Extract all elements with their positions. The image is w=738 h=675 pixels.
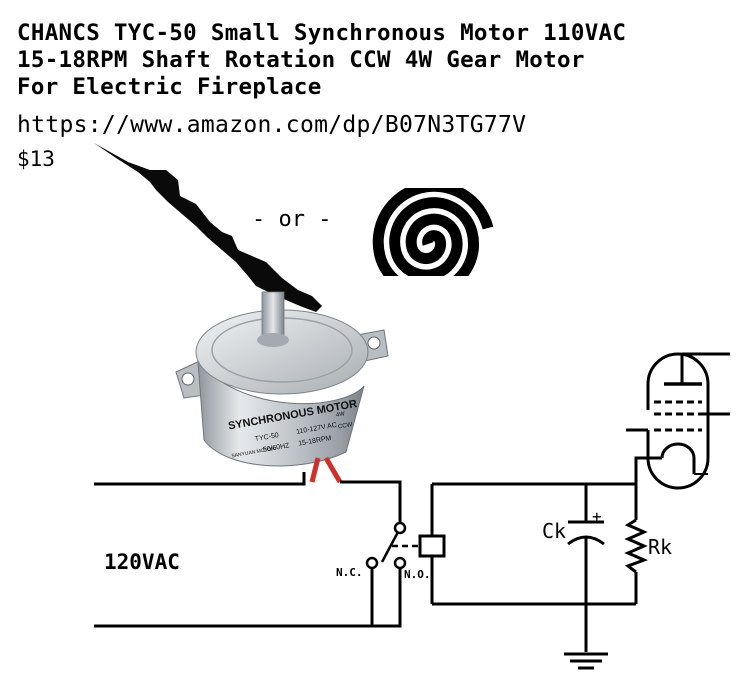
- capacitor-ck: + Ck: [542, 507, 605, 546]
- relay-nc-contact: [365, 556, 379, 570]
- wiring: [94, 472, 638, 652]
- ground-symbol: [564, 652, 608, 670]
- mains-label: 120VAC: [104, 550, 180, 574]
- title-line-1: CHANCS TYC-50 Small Synchronous Motor 11…: [17, 20, 627, 46]
- motor-model: TYC-50: [254, 432, 279, 443]
- or-label: - or -: [252, 207, 331, 232]
- motor-rotation: CCW: [338, 422, 353, 430]
- product-price: $13: [17, 147, 55, 171]
- motor-power: 4W: [336, 411, 346, 419]
- relay-common-contact: [393, 521, 407, 535]
- relay-arm: [380, 531, 400, 563]
- relay-no-contact: [393, 556, 407, 570]
- product-url[interactable]: https://www.amazon.com/dp/B07N3TG77V: [17, 112, 527, 138]
- vacuum-tube: [626, 352, 730, 490]
- no-return-wire: [372, 566, 402, 628]
- cathode: [660, 442, 696, 474]
- motor-lead-right: [323, 456, 343, 484]
- relay-coil: [418, 534, 446, 558]
- synchronous-motor: SYNCHRONOUS MOTOR TYC-50 110-127V AC 4W …: [175, 291, 389, 484]
- resistor-rk: Rk: [624, 518, 672, 574]
- motor-lead-left: [309, 457, 321, 483]
- motor-freq: 50/60HZ: [262, 442, 290, 454]
- nc-label: N.C.: [336, 566, 363, 579]
- mains-bottom-wire: [94, 566, 374, 628]
- spiral-icon: [362, 188, 496, 276]
- mains-top-wire: [94, 472, 306, 486]
- title-line-3: For Electric Fireplace: [17, 74, 322, 100]
- product-title: CHANCS TYC-50 Small Synchronous Motor 11…: [17, 20, 717, 101]
- clock-hand-icon: [94, 143, 322, 312]
- motor-return-wire: [340, 480, 402, 524]
- res-label: Rk: [648, 535, 672, 559]
- relay-switch: [365, 521, 446, 570]
- cap-polarity: +: [592, 507, 602, 526]
- cap-label: Ck: [542, 519, 566, 543]
- no-label: N.O.: [404, 568, 431, 581]
- title-line-2: 15-18RPM Shaft Rotation CCW 4W Gear Moto…: [17, 47, 585, 73]
